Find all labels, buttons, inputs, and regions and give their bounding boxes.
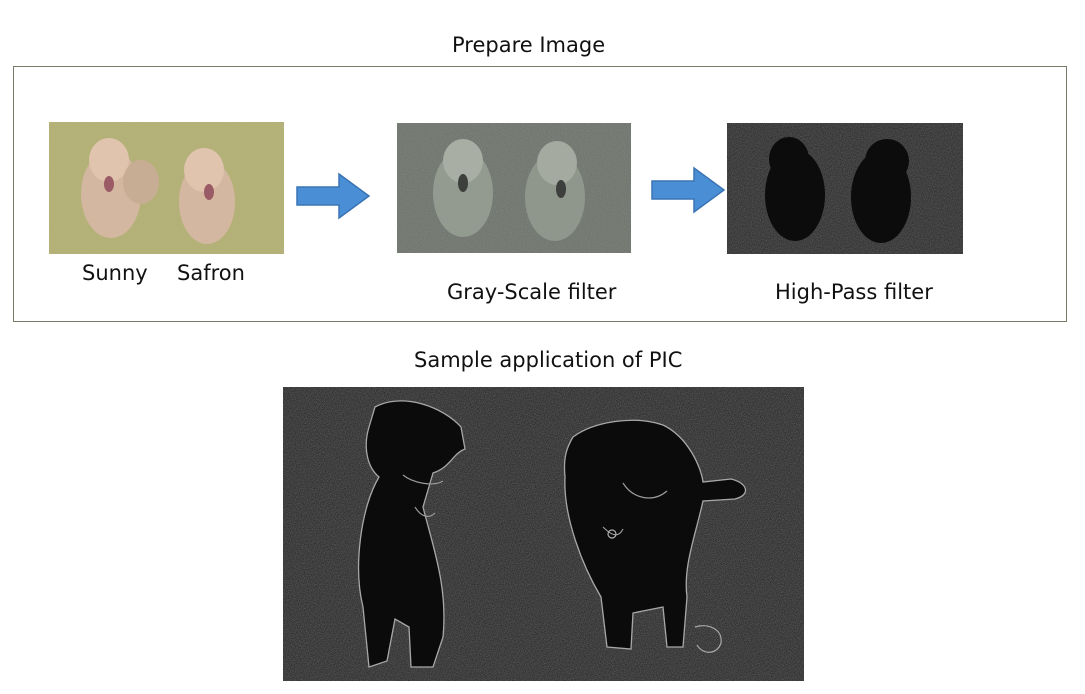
right-arrow-icon <box>651 166 726 214</box>
dog-name-sunny: Sunny <box>82 261 148 285</box>
dog-name-safron: Safron <box>177 261 245 285</box>
grayscale-dogs-photo <box>397 123 631 253</box>
highpass-dogs-photo <box>727 123 963 254</box>
original-dogs-photo <box>49 122 284 254</box>
pic-edge-detection-photo <box>283 387 804 681</box>
highpass-filter-label: High-Pass filter <box>775 280 933 304</box>
sample-application-title: Sample application of PIC <box>414 348 683 372</box>
prepare-image-title: Prepare Image <box>452 33 606 57</box>
prepare-image-frame <box>13 66 1067 322</box>
grayscale-filter-label: Gray-Scale filter <box>447 280 617 304</box>
right-arrow-icon <box>296 172 371 220</box>
